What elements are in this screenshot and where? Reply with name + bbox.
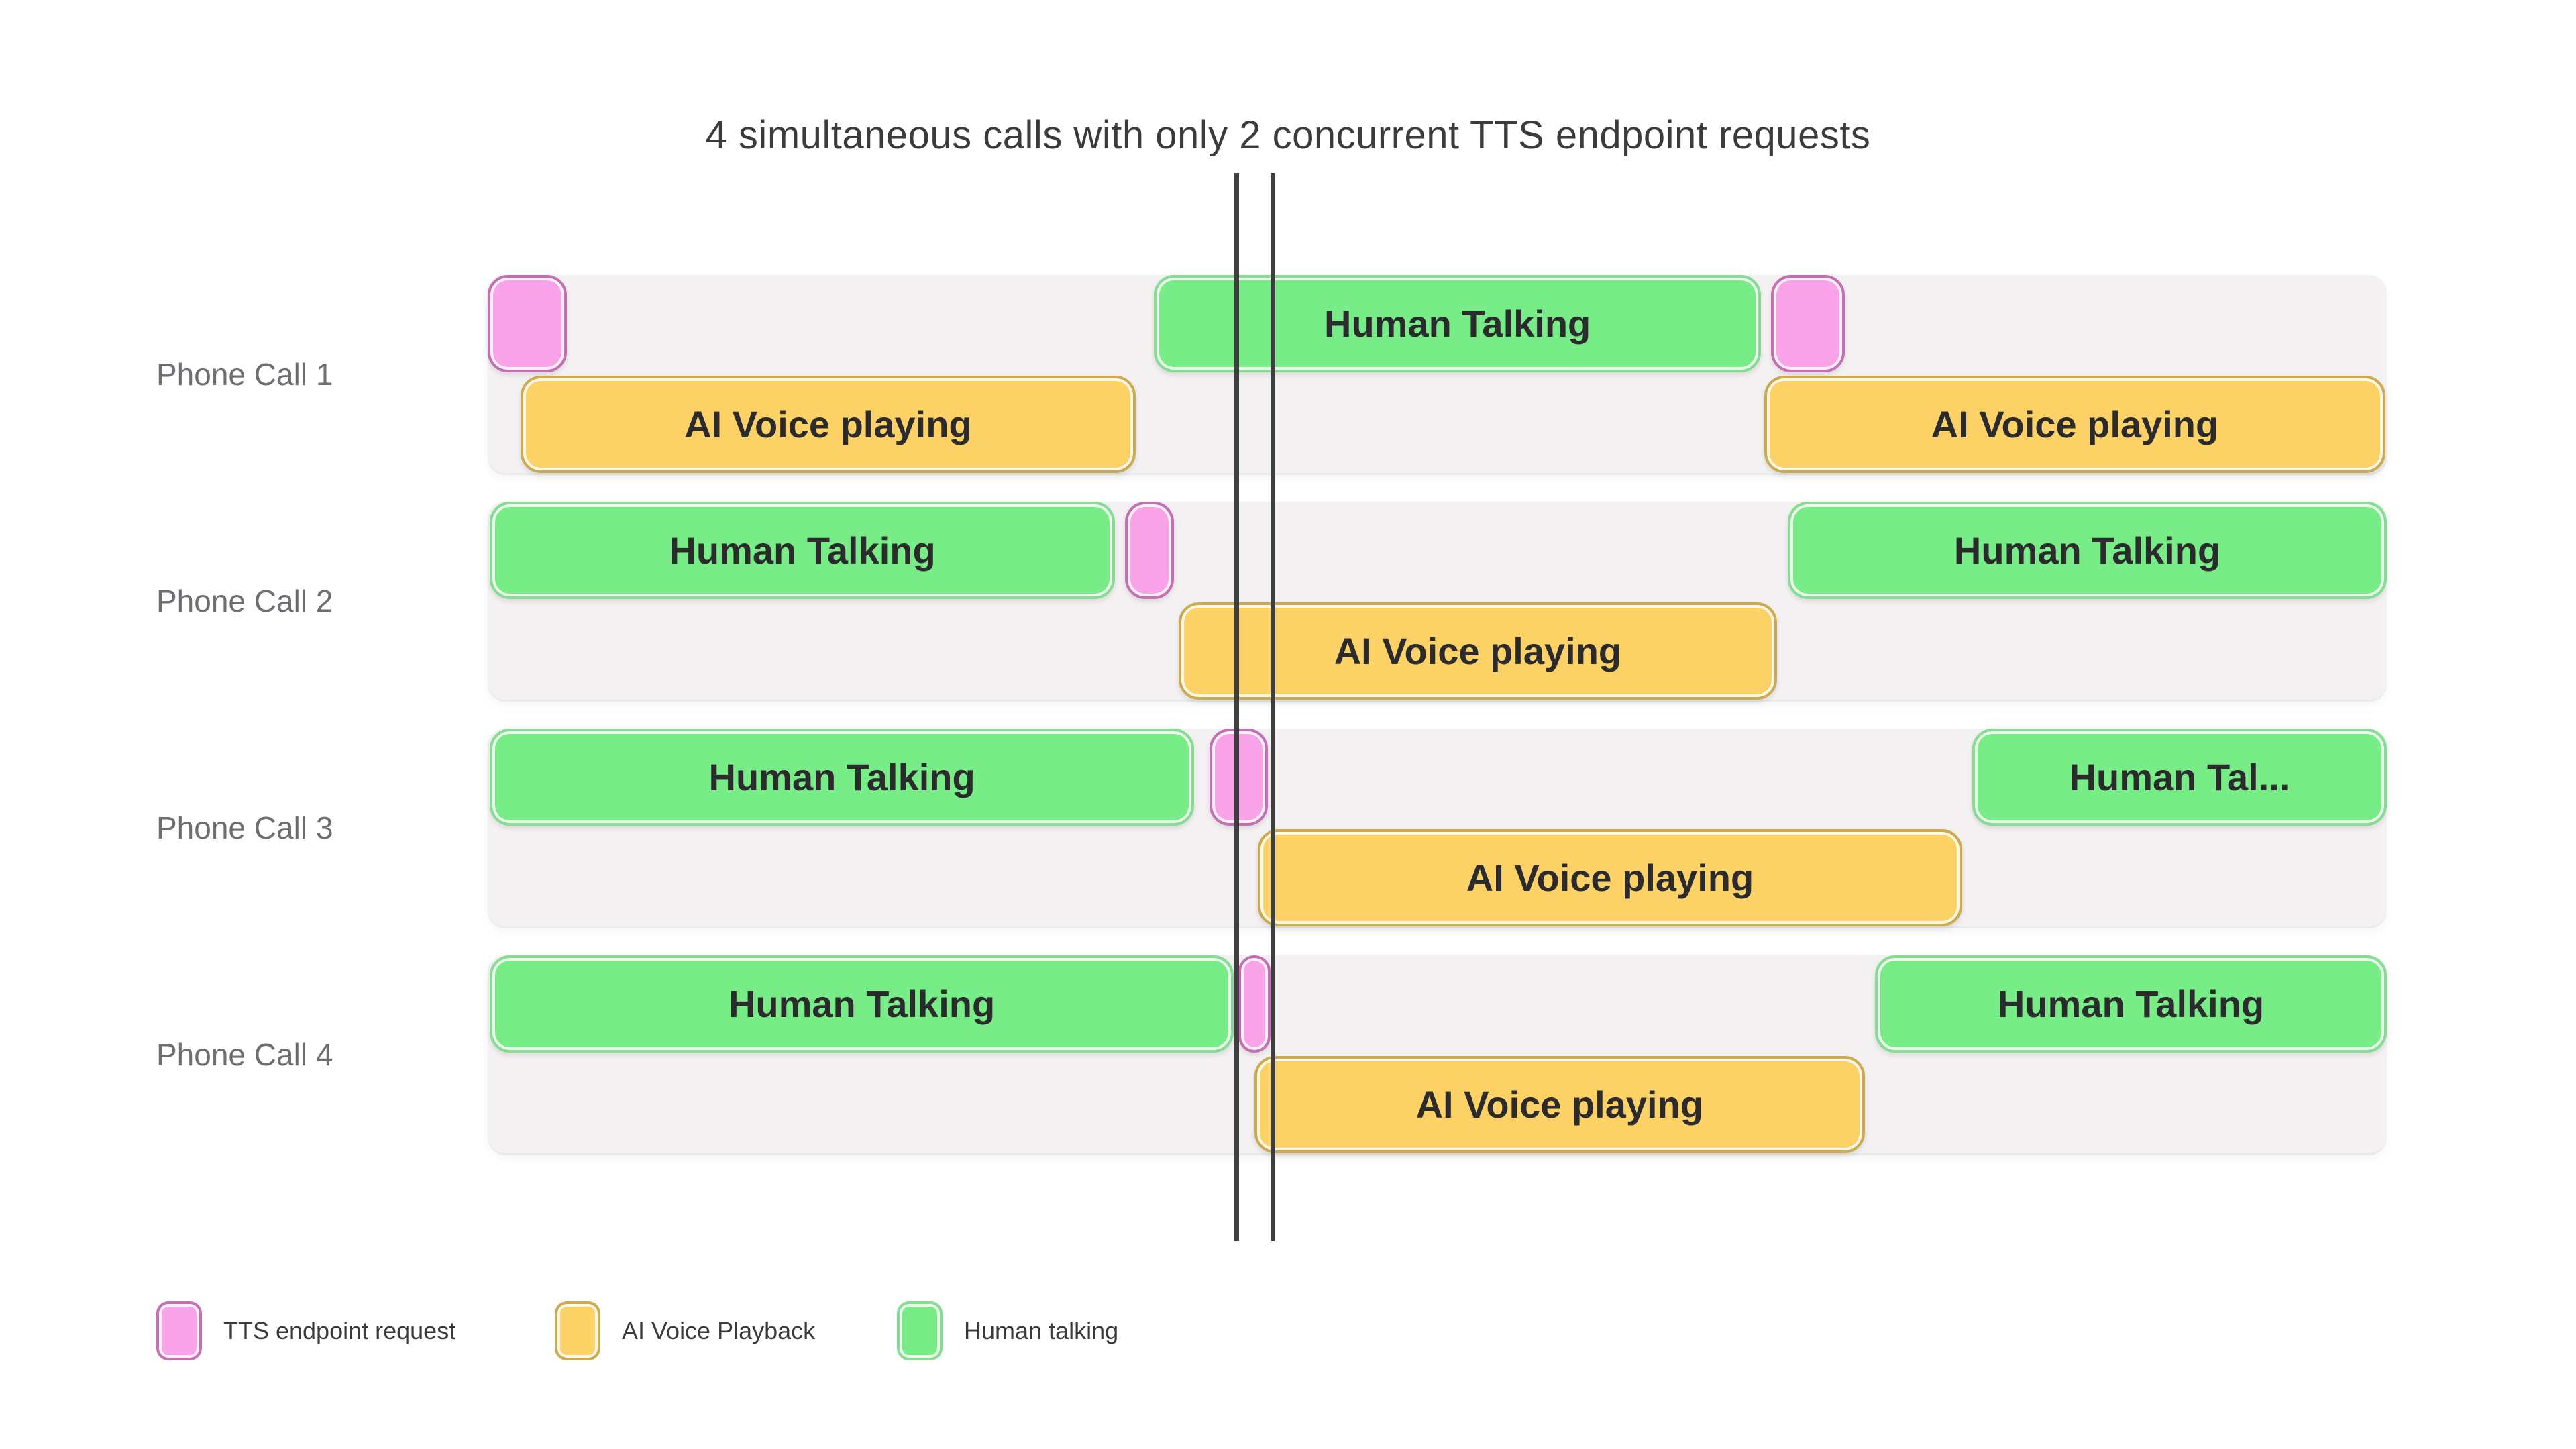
- block-label: AI Voice playing: [1415, 1083, 1703, 1126]
- ai-voice-block: AI Voice playing: [1178, 602, 1777, 700]
- ai-voice-block: AI Voice playing: [1764, 376, 2385, 473]
- block-label: Human Talking: [669, 529, 936, 572]
- human-talking-block: Human Talking: [1875, 955, 2387, 1053]
- diagram-title: 4 simultaneous calls with only 2 concurr…: [705, 113, 1871, 157]
- row-label: Phone Call 4: [156, 1036, 333, 1072]
- legend-label: Human talking: [964, 1317, 1119, 1344]
- ai-voice-block: AI Voice playing: [520, 376, 1136, 473]
- legend-label: TTS endpoint request: [223, 1317, 456, 1344]
- block-label: Human Talking: [728, 983, 996, 1025]
- ai-voice-block: AI Voice playing: [1257, 829, 1962, 926]
- tts-request-block: [1238, 955, 1271, 1053]
- concurrency-line: [1234, 173, 1239, 1241]
- legend-swatch-human: [897, 1301, 943, 1360]
- block-label: Human Talking: [1953, 529, 2221, 572]
- tts-request-block: [1770, 275, 1845, 372]
- human-talking-block: Human Talking: [1788, 502, 2387, 599]
- row-label: Phone Call 2: [156, 583, 333, 619]
- row-label: Phone Call 3: [156, 810, 333, 845]
- block-label: AI Voice playing: [684, 403, 972, 445]
- legend-item-tts: TTS endpoint request: [156, 1301, 455, 1360]
- legend-item-human: Human talking: [897, 1301, 1118, 1360]
- legend-item-ai: AI Voice Playback: [555, 1301, 815, 1360]
- phone-call-row: Phone Call 1 AI Voice playing Human Talkin…: [156, 275, 2387, 473]
- tts-request-block: [1125, 502, 1175, 599]
- human-talking-block: Human Tal...: [1972, 729, 2387, 826]
- human-talking-block: Human Talking: [490, 955, 1234, 1053]
- block-label: AI Voice playing: [1334, 630, 1622, 672]
- tts-request-block: [488, 275, 568, 372]
- human-talking-block: Human Talking: [490, 502, 1116, 599]
- human-talking-block: Human Talking: [490, 729, 1195, 826]
- legend-swatch-tts: [156, 1301, 202, 1360]
- block-label: Human Tal...: [2069, 756, 2290, 798]
- human-talking-block: Human Talking: [1154, 275, 1762, 372]
- phone-call-row: Phone Call 4 Human Talking AI Voice playin…: [156, 955, 2387, 1153]
- block-label: Human Talking: [1324, 303, 1591, 345]
- block-label: Human Talking: [708, 756, 975, 798]
- block-label: Human Talking: [1997, 983, 2265, 1025]
- concurrency-line: [1271, 173, 1275, 1241]
- block-label: AI Voice playing: [1466, 857, 1754, 899]
- row-label: Phone Call 1: [156, 356, 333, 392]
- legend-swatch-ai: [555, 1301, 600, 1360]
- phone-call-row: Phone Call 2 Human Talking AI Voice playin…: [156, 502, 2387, 700]
- ai-voice-block: AI Voice playing: [1254, 1056, 1865, 1153]
- legend-label: AI Voice Playback: [622, 1317, 816, 1344]
- block-label: AI Voice playing: [1931, 403, 2219, 445]
- phone-call-row: Phone Call 3 Human Talking AI Voice playin…: [156, 729, 2387, 926]
